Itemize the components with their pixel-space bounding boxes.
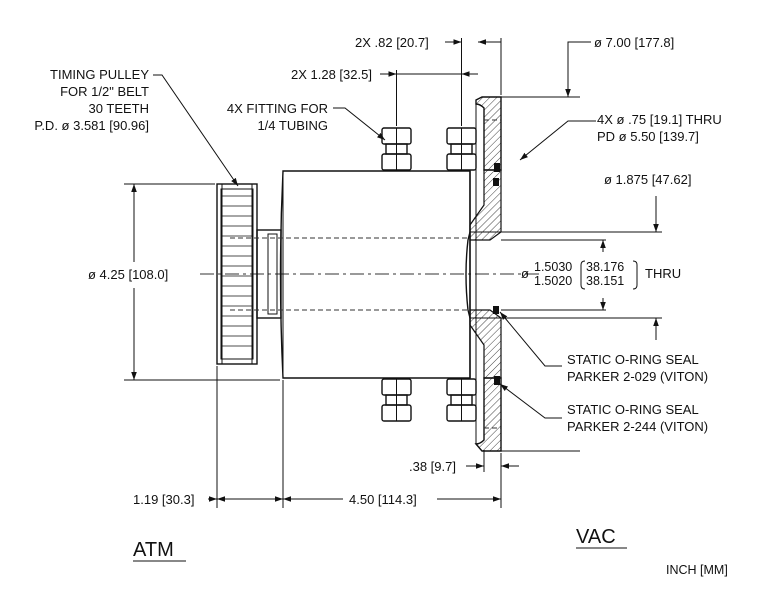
pulley-line-3: 30 TEETH — [89, 101, 149, 116]
fitting-top-right — [446, 127, 477, 171]
oring-2-line-2: PARKER 2-244 (VITON) — [567, 419, 708, 434]
bore-tolerance-label: ø 1.5030 1.5020 38.176 38.151 THRU — [521, 260, 681, 290]
o-ring-small-lower — [493, 306, 499, 314]
atm-label: ATM — [133, 539, 174, 561]
pulley-line-1: TIMING PULLEY — [50, 67, 149, 82]
timing-pulley — [216, 183, 282, 365]
bore-mm-upper: 38.176 — [586, 260, 624, 274]
oring-1-line-1: STATIC O-RING SEAL — [567, 352, 699, 367]
bolt-holes-line-2: PD ø 5.50 [139.7] — [597, 129, 699, 144]
dim-700-label: ø 7.00 [177.8] — [594, 35, 674, 50]
leader-bolt-holes — [519, 120, 596, 161]
dim-119-label: 1.19 [30.3] — [133, 492, 194, 507]
oring-2-line-1: STATIC O-RING SEAL — [567, 402, 699, 417]
flange — [465, 96, 502, 452]
dim-082-label: 2X .82 [20.7] — [355, 35, 429, 50]
o-ring-large-upper — [494, 163, 500, 172]
leader-700 — [565, 41, 591, 97]
oring-1-line-2: PARKER 2-029 (VITON) — [567, 369, 708, 384]
pulley-teeth — [222, 195, 252, 347]
dim-128-label: 2X 1.28 [32.5] — [291, 67, 372, 82]
leader-pulley — [153, 74, 239, 187]
timing-pulley-label: TIMING PULLEY FOR 1/2" BELT 30 TEETH P.D… — [34, 67, 149, 133]
fitting-top-left — [381, 127, 412, 171]
o-ring-large — [494, 376, 500, 385]
housing — [230, 170, 471, 379]
dim-038-label: .38 [9.7] — [409, 459, 456, 474]
bore-inch-upper: 1.5030 — [534, 260, 572, 274]
units-label: INCH [MM] — [666, 563, 728, 577]
leader-fitting — [333, 107, 386, 141]
dim-425-label: ø 4.25 [108.0] — [88, 267, 168, 282]
bore-inch-lower: 1.5020 — [534, 274, 572, 288]
vac-label: VAC — [576, 526, 616, 548]
o-ring-small — [493, 178, 499, 186]
pulley-line-4: P.D. ø 3.581 [90.96] — [34, 118, 149, 133]
leader-oring-2 — [499, 383, 562, 419]
leader-oring-1 — [499, 311, 562, 367]
fitting-bottom-right — [446, 378, 477, 422]
bore-diameter-symbol: ø — [521, 266, 529, 281]
fitting-label: 4X FITTING FOR 1/4 TUBING — [227, 101, 328, 133]
bore-mm-lower: 38.151 — [586, 274, 624, 288]
bolt-holes-line-1: 4X ø .75 [19.1] THRU — [597, 112, 722, 127]
pulley-line-2: FOR 1/2" BELT — [60, 84, 149, 99]
fitting-line-1: 4X FITTING FOR — [227, 101, 328, 116]
fitting-line-2: 1/4 TUBING — [257, 118, 328, 133]
dim-1875-label: ø 1.875 [47.62] — [604, 172, 691, 187]
dim-450-label: 4.50 [114.3] — [349, 492, 417, 507]
bore-thru: THRU — [645, 266, 681, 281]
fitting-bottom-left — [381, 378, 412, 422]
